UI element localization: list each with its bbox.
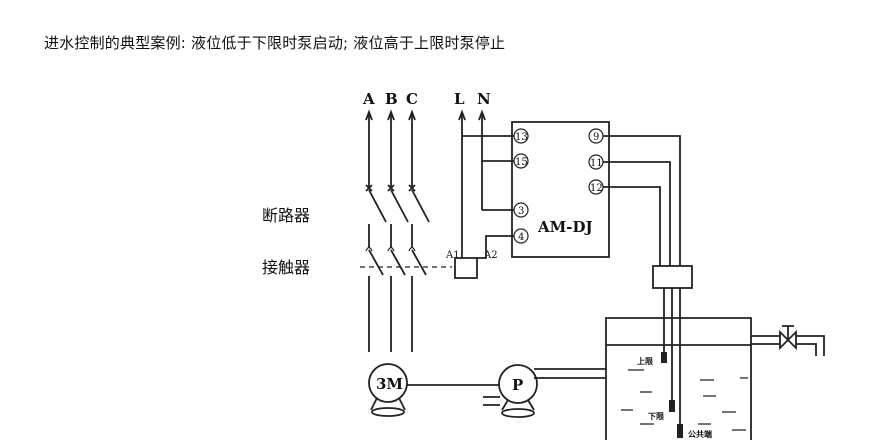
- electrode-rods: [663, 288, 681, 432]
- contactor-label: 接触器: [262, 258, 310, 277]
- common-probe-tip: [677, 424, 683, 438]
- breaker-label: 断路器: [262, 206, 310, 225]
- common-label: 公共端: [688, 429, 712, 439]
- wire-9-to-probe: [603, 135, 681, 266]
- phase-c-arrow: [408, 109, 416, 121]
- water-ripples: [621, 369, 748, 431]
- motor-feed: [368, 276, 413, 352]
- motor-circle: [368, 363, 408, 403]
- controller-box: [511, 121, 610, 258]
- contactor-arc-c: [408, 246, 416, 252]
- three-phase-supply: A B C: [362, 90, 418, 188]
- terminal-11-label: 11: [590, 158, 603, 169]
- phase-b-arrow: [387, 109, 395, 121]
- water-tank: 上限 下限 公共端: [605, 317, 752, 440]
- pump-base: [501, 408, 535, 418]
- terminal-3-label: 3: [518, 206, 524, 217]
- lower-probe-tip: [669, 400, 675, 412]
- valve-handle: [782, 325, 794, 340]
- controller-label: AM-DJ: [537, 218, 593, 236]
- pump: P: [483, 364, 606, 418]
- phase-label-b: B: [385, 90, 398, 108]
- pump-inlet-pipe: [483, 396, 500, 406]
- line-l-arrow: [458, 109, 466, 121]
- tank-walls: [605, 317, 752, 440]
- probe-wiring: [603, 135, 693, 432]
- terminal-12-label: 12: [590, 183, 603, 194]
- lower-limit-label: 下限: [648, 412, 664, 421]
- upper-probe-tip: [661, 352, 667, 363]
- terminal-13: [513, 128, 529, 144]
- motor-base: [371, 407, 405, 417]
- coil-a2-label: A2: [483, 250, 498, 261]
- phase-a-arrow: [365, 109, 373, 121]
- motor-feed-lines: [368, 276, 413, 352]
- contactor-blade-c: [411, 249, 427, 276]
- wire-a2-to-4: [477, 235, 514, 259]
- circuit-breaker: 断路器: [262, 184, 430, 248]
- breaker-blade-a: [368, 189, 387, 223]
- contactor-blade-a: [368, 249, 384, 276]
- motor-feet: [370, 397, 406, 411]
- breaker-blade-b: [390, 189, 409, 223]
- contactor-blade-b: [390, 249, 406, 276]
- caption: 进水控制的典型案例: 液位低于下限时泵启动; 液位高于上限时泵停止: [44, 34, 506, 52]
- breaker-blade-c: [411, 189, 430, 223]
- contactor: 接触器 A1 A2: [262, 246, 498, 279]
- wire-11-to-probe: [603, 161, 671, 266]
- terminal-9-label: 9: [593, 132, 599, 143]
- terminal-15: [513, 153, 529, 169]
- terminal-15-label: 15: [515, 157, 528, 168]
- outlet-pipe: [751, 325, 825, 356]
- coil-a1-label: A1: [445, 250, 460, 261]
- terminal-4: [513, 228, 529, 244]
- electrode-holder: [652, 265, 693, 289]
- wire-12-to-probe: [603, 186, 661, 266]
- breaker-cross-a: [365, 184, 373, 192]
- breaker-cross-b: [387, 184, 395, 192]
- outlet-pipe-elbow: [796, 335, 825, 356]
- valve-icon: [779, 329, 797, 351]
- contactor-arc-b: [387, 246, 395, 252]
- motor: 3M: [368, 363, 500, 417]
- motor-label: 3M: [376, 375, 403, 393]
- supply-label-n: N: [477, 90, 491, 108]
- controller-am-dj: AM-DJ 13 15 3 4 9 11 12: [511, 121, 610, 258]
- pump-outlet-pipe: [534, 368, 606, 379]
- phase-label-c: C: [406, 90, 418, 108]
- terminal-13-label: 13: [515, 132, 528, 143]
- breaker-cross-c: [408, 184, 416, 192]
- pump-circle: [498, 364, 538, 404]
- terminal-4-label: 4: [518, 232, 524, 243]
- breaker-output-lines: [368, 224, 413, 248]
- line-n-arrow: [478, 109, 486, 121]
- pump-label: P: [512, 376, 523, 394]
- terminal-3: [513, 202, 529, 218]
- upper-limit-label: 上限: [637, 356, 653, 366]
- supply-label-l: L: [454, 90, 465, 108]
- phase-label-a: A: [362, 90, 375, 108]
- contactor-arc-a: [365, 246, 373, 252]
- contactor-coil: [454, 257, 478, 279]
- control-supply: L N: [454, 90, 514, 259]
- pump-feet: [501, 399, 535, 411]
- outlet-pipe-segment: [751, 335, 780, 345]
